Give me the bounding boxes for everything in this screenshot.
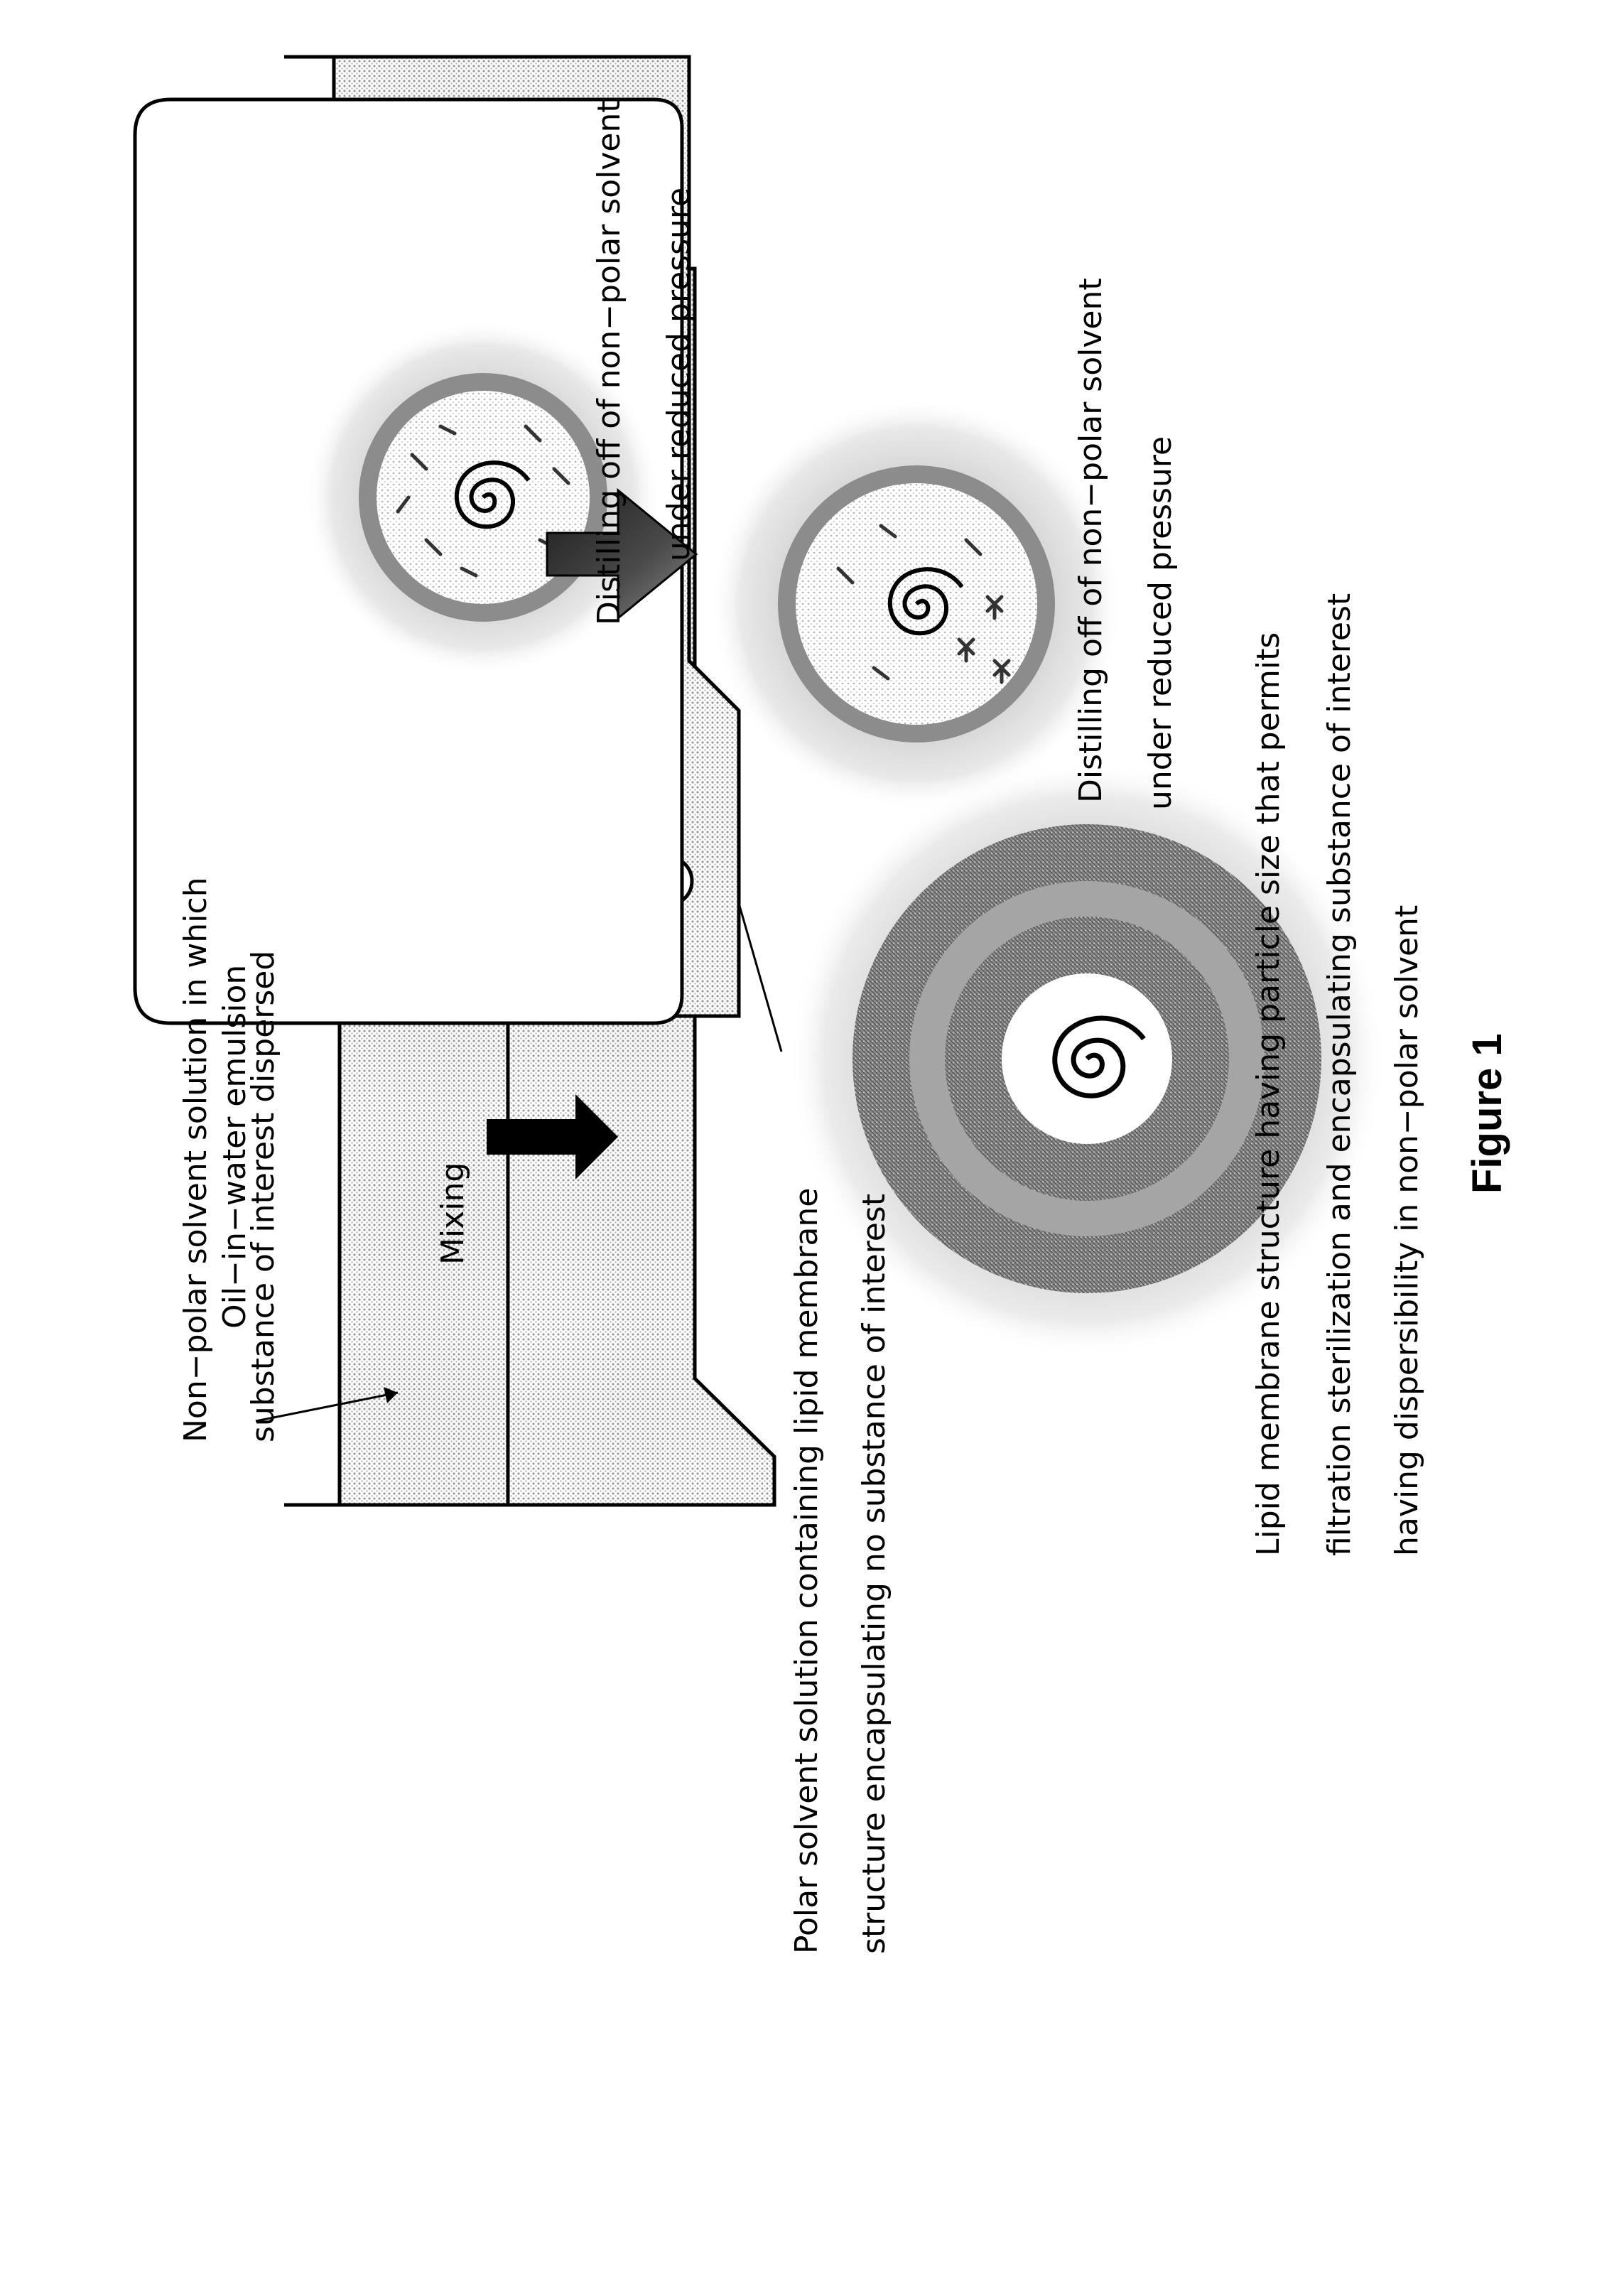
figure-caption: Figure 1 [1463, 1033, 1511, 1194]
result-label-line1: Lipid membrane structure having particle… [1250, 632, 1287, 1556]
partially-distilled-particle [710, 398, 1122, 810]
distill-label-1-line1: Distilling off of non−polar solvent [591, 100, 627, 625]
distill-label-1-line2: under reduced pressure [661, 188, 697, 561]
distill-label-2-line1: Distilling off of non−polar solvent [1073, 278, 1109, 803]
emulsion-label: Oil−in−water emulsion [217, 965, 253, 1329]
mixing-label: Mixing [435, 1162, 471, 1265]
result-label-line3: having dispersibility in non−polar solve… [1389, 905, 1425, 1556]
polar-label-line2: structure encapsulating no substance of … [856, 1194, 892, 1954]
result-label-line2: filtration sterilization and encapsulati… [1321, 593, 1358, 1556]
distill-label-2-line2: under reduced pressure [1142, 436, 1179, 810]
nonpolar-label-line1: Non−polar solvent solution in which [178, 877, 214, 1442]
polar-label-line1: Polar solvent solution containing lipid … [789, 1188, 825, 1954]
